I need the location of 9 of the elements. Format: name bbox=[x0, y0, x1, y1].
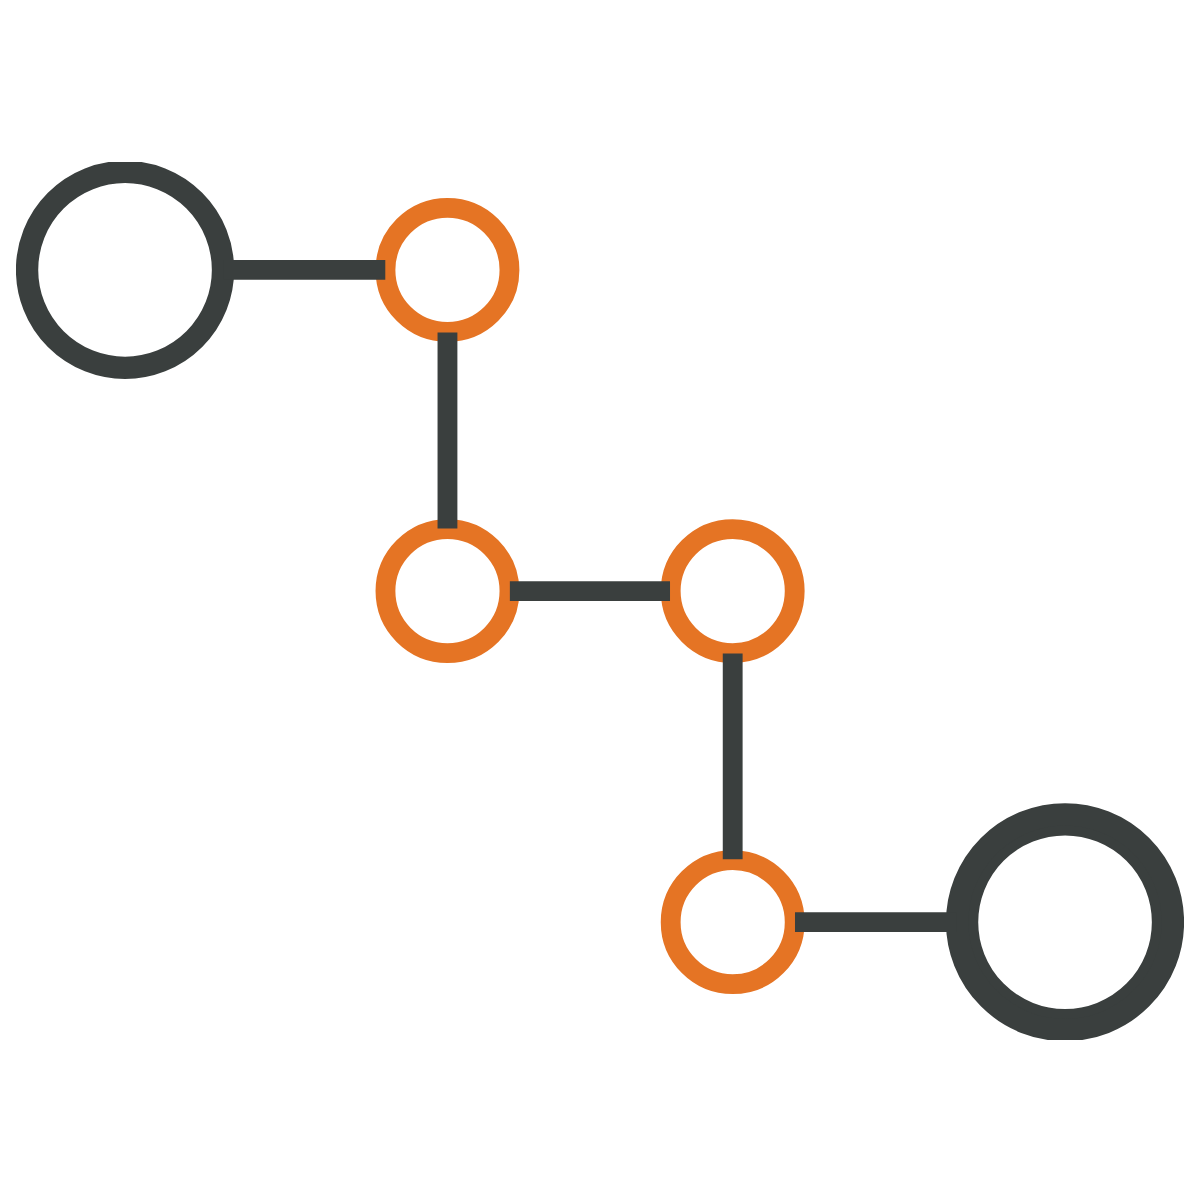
connector bbox=[722, 652, 743, 859]
node-circle bbox=[16, 161, 235, 379]
node-circle bbox=[660, 518, 805, 662]
connector bbox=[509, 580, 670, 600]
node-circle bbox=[375, 196, 520, 341]
connector bbox=[437, 331, 458, 528]
node-circle bbox=[660, 849, 805, 994]
node-circle bbox=[946, 802, 1184, 1039]
node-circle bbox=[375, 518, 520, 662]
